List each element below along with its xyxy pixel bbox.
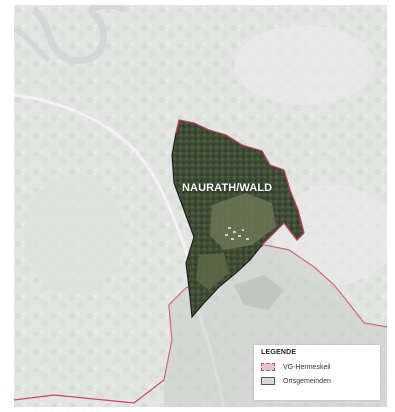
settlement bbox=[234, 275, 284, 310]
legend-label: VG-Hermeskeil bbox=[283, 363, 331, 371]
map-view[interactable]: NAURATH/WALD LEGENDE VG-Hermeskeil Ortsg… bbox=[14, 5, 387, 407]
ortsgemeinden-swatch bbox=[261, 377, 275, 385]
legend-item-vg-hermeskeil: VG-Hermeskeil bbox=[261, 363, 373, 371]
river bbox=[14, 27, 51, 63]
legend: LEGENDE VG-Hermeskeil Ortsgemeinden bbox=[254, 345, 380, 400]
terrain-patch bbox=[24, 175, 124, 295]
field bbox=[196, 253, 229, 290]
village-cluster bbox=[225, 227, 249, 240]
legend-title: LEGENDE bbox=[261, 349, 297, 356]
vg-hermeskeil-boundary bbox=[175, 119, 305, 246]
municipality-label: NAURATH/WALD bbox=[182, 182, 273, 194]
terrain-patch bbox=[234, 25, 374, 105]
legend-item-ortsgemeinden: Ortsgemeinden bbox=[261, 377, 373, 385]
river bbox=[31, 5, 126, 64]
vg-hermeskeil-swatch bbox=[261, 363, 275, 371]
legend-label: Ortsgemeinden bbox=[283, 377, 331, 385]
